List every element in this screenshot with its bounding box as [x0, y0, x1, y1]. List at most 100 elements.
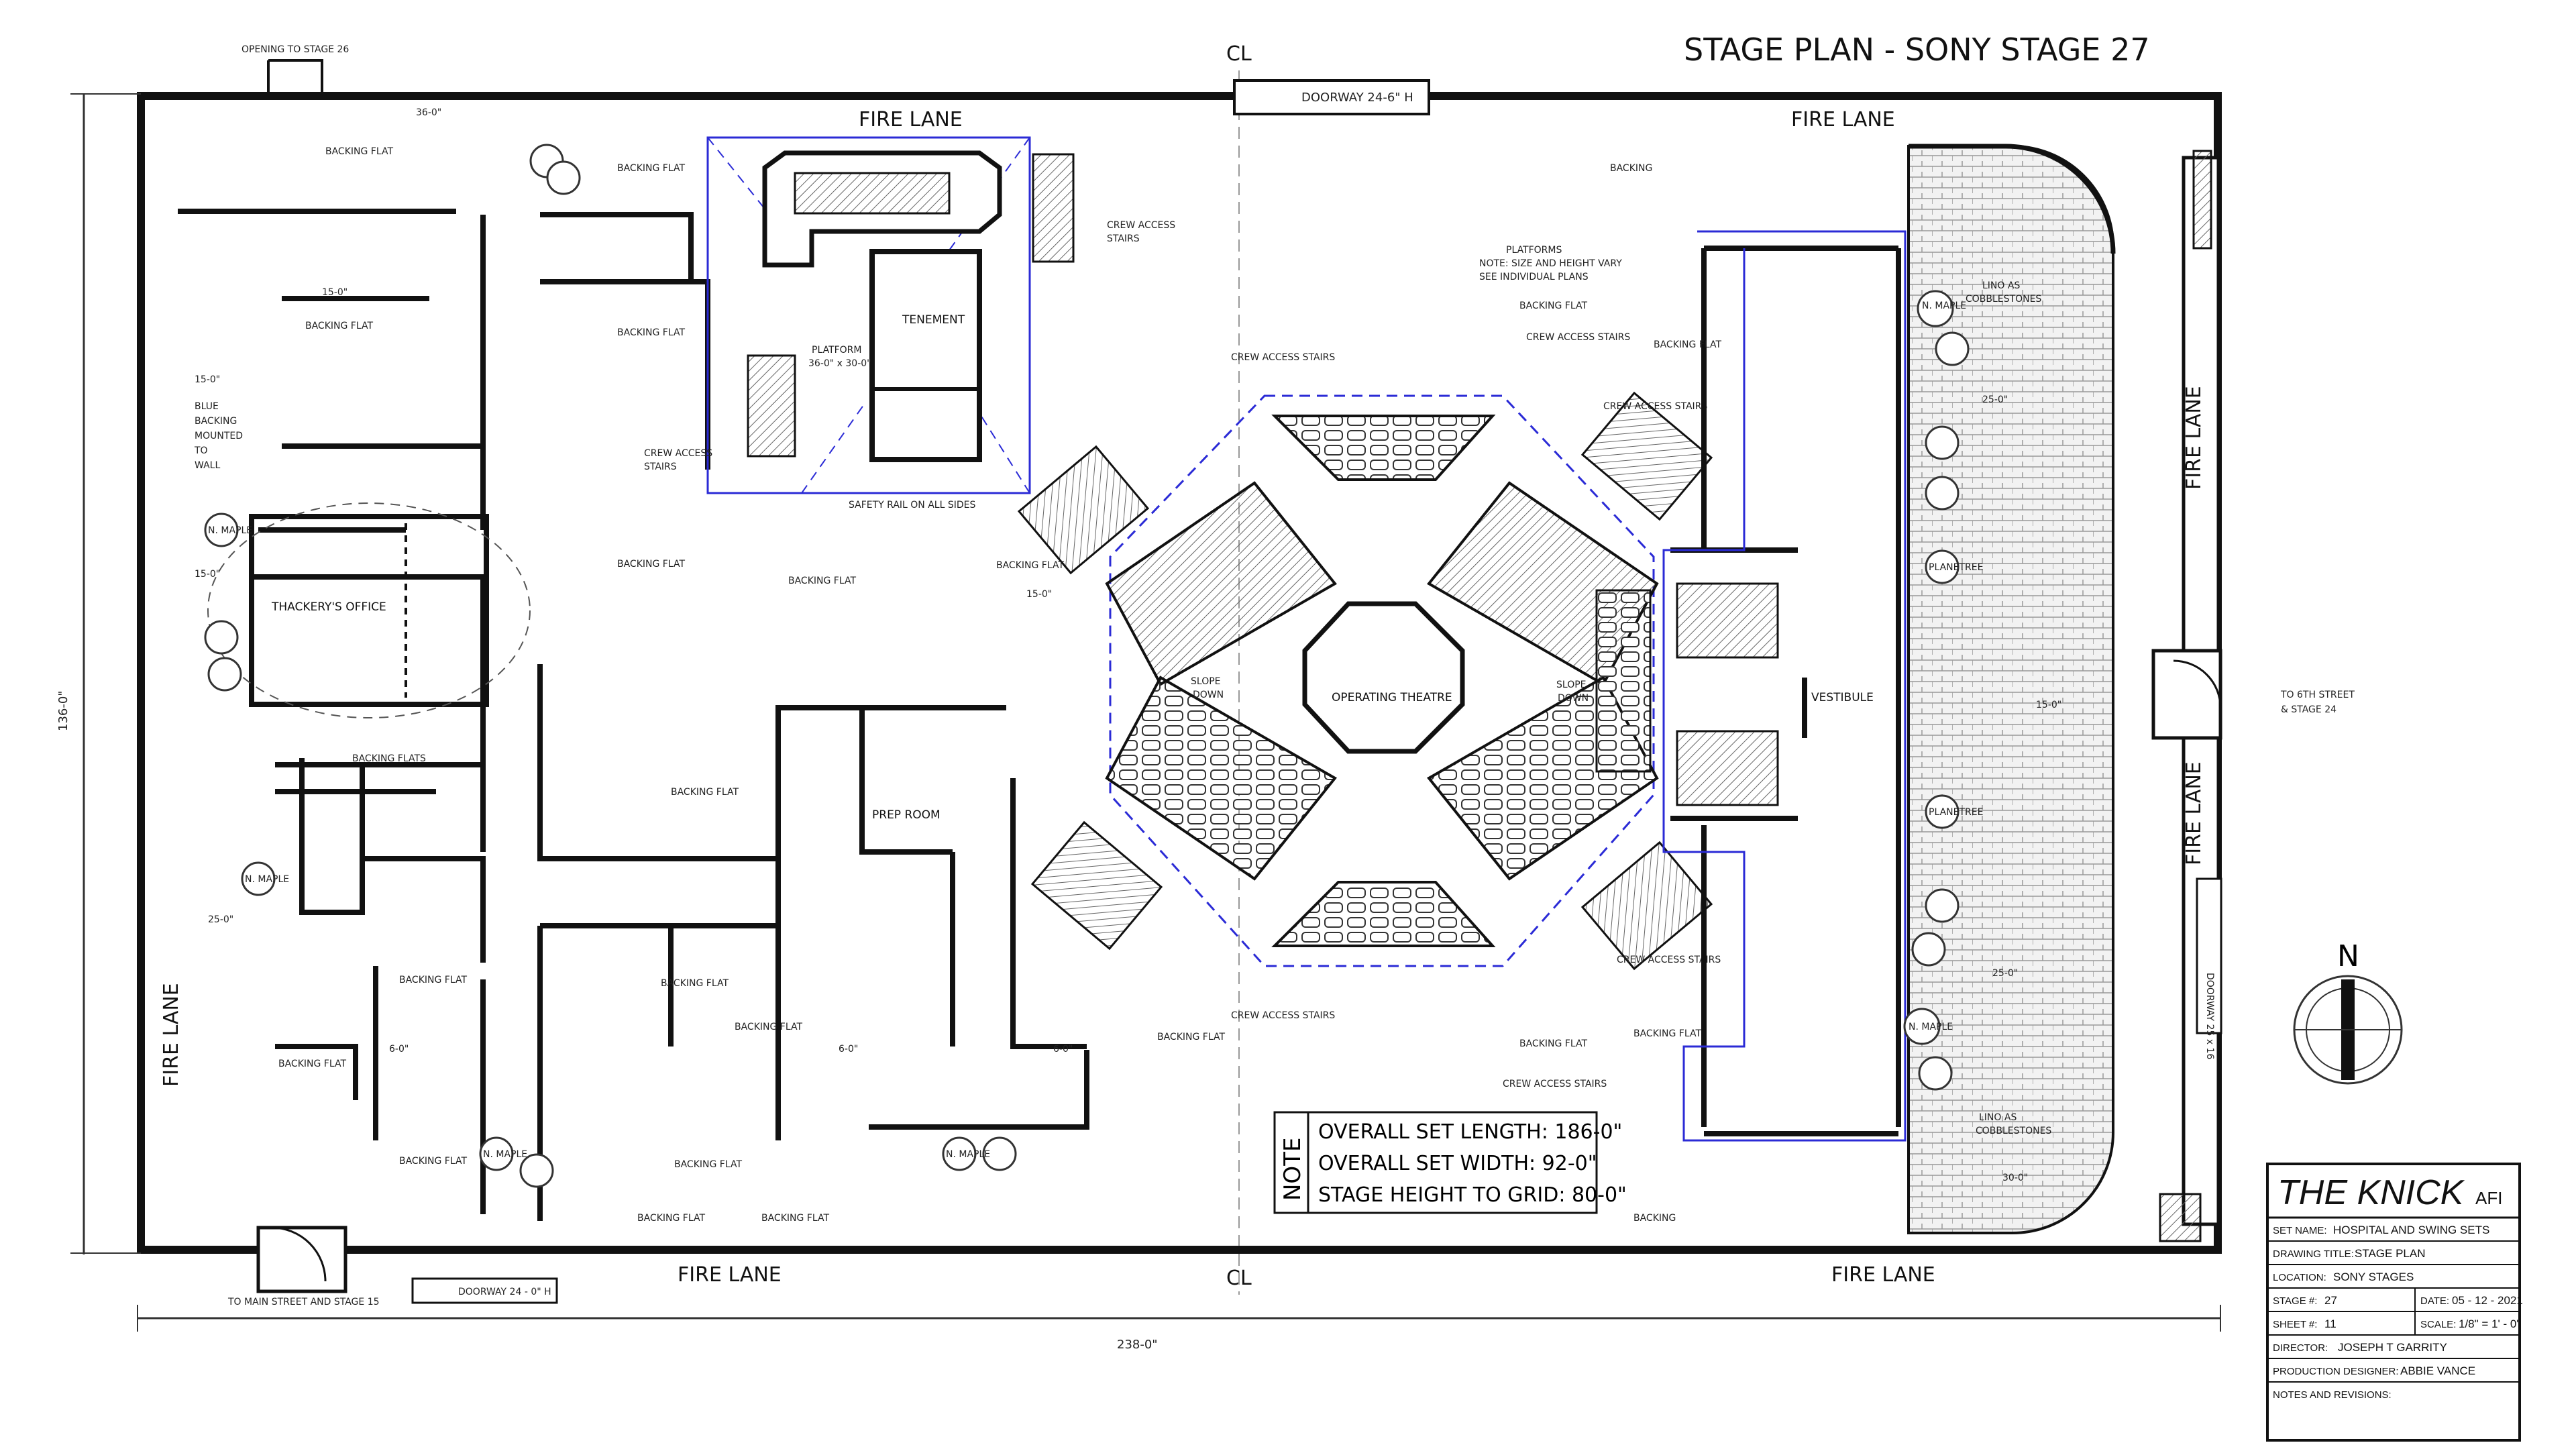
- crew-access-label-left-1: CREW ACCESS: [644, 448, 712, 459]
- tree-label-4: N. MAPLE: [1909, 1022, 1953, 1032]
- director-value: JOSEPH T GARRITY: [2338, 1341, 2447, 1354]
- opening-to-stage: [267, 59, 323, 96]
- dim-label-10: 6-0": [1053, 1044, 1073, 1055]
- backing-flat-label-j: BACKING FLAT: [399, 975, 467, 985]
- vestibule-stairs-top: [1676, 582, 1779, 659]
- note-box: [1273, 1111, 1598, 1214]
- backing-flat-label-e: BACKING FLAT: [617, 559, 685, 570]
- backing-flat-label-f: BACKING FLAT: [788, 576, 856, 586]
- crew-stairs-label-4: CREW ACCESS STAIRS: [1617, 955, 1721, 965]
- fire-lane-right-top: FIRE LANE: [2182, 386, 2206, 490]
- backing-flat-label-u: BACKING FLAT: [1519, 1038, 1587, 1049]
- dim-label-7: 25-0": [1992, 968, 2018, 979]
- drawing-title-label: DRAWING TITLE:: [2273, 1248, 2354, 1260]
- svg-text:BLUE: BLUE: [195, 401, 219, 412]
- safety-rail-label: SAFETY RAIL ON ALL SIDES: [849, 500, 976, 511]
- drawing-title-value: STAGE PLAN: [2355, 1247, 2426, 1260]
- director-label: DIRECTOR:: [2273, 1342, 2328, 1354]
- crew-stairs-label-6: CREW ACCESS STAIRS: [1526, 332, 1630, 343]
- vestibule-stairs-bottom: [1676, 730, 1779, 806]
- tree-label-6: N. MAPLE: [245, 874, 289, 885]
- room-prep-room: PREP ROOM: [872, 808, 941, 822]
- backing-label-bottom: BACKING: [1633, 1213, 1676, 1224]
- platforms-note-1: PLATFORMS: [1506, 245, 1562, 256]
- dim-label-3: 15-0": [195, 374, 220, 385]
- backing-flat-label-k: BACKING FLAT: [661, 978, 729, 989]
- sheet-label: SHEET #:: [2273, 1319, 2317, 1330]
- opening-to-stage-label: OPENING TO STAGE 26: [241, 44, 349, 55]
- compass-north-label: N: [2337, 939, 2359, 973]
- crew-access-label-top-2: STAIRS: [1107, 233, 1140, 244]
- date-label: DATE:: [2420, 1295, 2449, 1307]
- set-name-value: HOSPITAL AND SWING SETS: [2333, 1224, 2489, 1236]
- note-line-2: OVERALL SET WIDTH: 92-0": [1318, 1152, 1597, 1175]
- dim-label-13: 30-0": [2002, 1173, 2028, 1183]
- plan-title: STAGE PLAN - SONY STAGE 27: [1684, 32, 2150, 68]
- tree-label-1: N. MAPLE: [1922, 301, 1966, 311]
- tree-label-5: N. MAPLE: [208, 525, 252, 536]
- date-value: 05 - 12 - 2021: [2452, 1294, 2523, 1307]
- right-bay: [2151, 156, 2222, 1226]
- to-6th-street-1: TO 6TH STREET: [2280, 690, 2355, 700]
- lino-label-top-2: COBBLESTONES: [1966, 294, 2041, 305]
- location-value: SONY STAGES: [2333, 1271, 2414, 1283]
- backing-flat-labels: BACKING FLAT BACKING FLAT BACKING FLAT B…: [278, 146, 1721, 1224]
- dim-overall-width: [137, 1305, 2221, 1332]
- backing-flat-label-t: BACKING FLAT: [1654, 339, 1721, 350]
- backing-flat-label-b: BACKING FLAT: [617, 163, 685, 174]
- stairs-top-right: [2192, 150, 2212, 250]
- stage-value: 27: [2324, 1294, 2337, 1307]
- notes-revisions-label: NOTES AND REVISIONS:: [2273, 1389, 2392, 1401]
- lino-label-bottom-1: LINO AS: [1979, 1112, 2017, 1123]
- location-label: LOCATION:: [2273, 1272, 2326, 1283]
- dim-label-4: 15-0": [195, 569, 220, 580]
- cobblestone-street: [1907, 144, 2116, 1234]
- tenement-area: [706, 136, 1031, 494]
- tree-label-3: PLANETREE: [1929, 807, 1983, 818]
- stage-label: STAGE #:: [2273, 1295, 2317, 1307]
- platform-small-1: PLATFORM: [812, 345, 861, 356]
- fire-lane-top-left: FIRE LANE: [859, 108, 963, 131]
- backing-flat-label-g: BACKING FLAT: [996, 560, 1064, 571]
- backing-flat-label-s: BACKING FLAT: [1519, 301, 1587, 311]
- sheet-value: 11: [2324, 1318, 2337, 1330]
- overall-width-label: 238-0": [1117, 1338, 1158, 1352]
- designer-value: ABBIE VANCE: [2400, 1364, 2475, 1377]
- dim-label-6: 25-0": [1982, 394, 2008, 405]
- trees: [204, 144, 1970, 1188]
- left-bottom-door: [256, 1226, 347, 1293]
- fire-lane-left: FIRE LANE: [160, 983, 183, 1087]
- room-tenement: TENEMENT: [902, 313, 965, 327]
- svg-text:BACKING: BACKING: [195, 416, 237, 427]
- small-dimension-labels: 36-0" 15-0" 15-0" 15-0" 25-0" 25-0" 25-0…: [195, 107, 2061, 1183]
- thackerys-office-walls: [207, 502, 531, 718]
- dim-label-12: 6-0": [389, 1044, 409, 1055]
- title-block-logo: AFI: [2475, 1188, 2502, 1208]
- scale-value: 1/8" = 1' - 0": [2459, 1318, 2520, 1330]
- platforms-note-3: SEE INDIVIDUAL PLANS: [1479, 272, 1589, 282]
- lino-label-bottom-2: COBBLESTONES: [1976, 1126, 2051, 1136]
- note-line-3: STAGE HEIGHT TO GRID: 80-0": [1318, 1183, 1627, 1207]
- lino-label-top-1: LINO AS: [1982, 280, 2020, 291]
- crew-stairs-label-2: CREW ACCESS STAIRS: [1603, 401, 1707, 412]
- stairs-bottom-right: [2159, 1193, 2202, 1242]
- crew-access-label-left-2: STAIRS: [644, 462, 677, 472]
- backing-flat-label-i: BACKING FLAT: [671, 787, 739, 798]
- backing-flat-label-r: BACKING FLAT: [1157, 1032, 1225, 1042]
- backing-label-top: BACKING: [1610, 163, 1652, 174]
- blue-backing-note: BLUE BACKING MOUNTED TO WALL: [194, 401, 243, 471]
- crew-stairs-label-5: CREW ACCESS STAIRS: [1503, 1079, 1607, 1089]
- operating-theatre: [1017, 391, 1713, 971]
- tree-label-8: N. MAPLE: [946, 1149, 990, 1160]
- crew-stairs-label-1: CREW ACCESS STAIRS: [1231, 352, 1335, 363]
- dim-label-5: 25-0": [208, 914, 233, 925]
- backing-flat-label-a: BACKING FLAT: [325, 146, 393, 157]
- backing-flat-label-m: BACKING FLAT: [278, 1059, 346, 1069]
- dim-label-1: 36-0": [416, 107, 441, 118]
- tree-label-7: N. MAPLE: [483, 1149, 527, 1160]
- fire-lane-top-right: FIRE LANE: [1791, 108, 1895, 131]
- backing-flat-label-p: BACKING FLAT: [637, 1213, 705, 1224]
- svg-text:WALL: WALL: [195, 460, 220, 471]
- dim-overall-height: [70, 93, 141, 1254]
